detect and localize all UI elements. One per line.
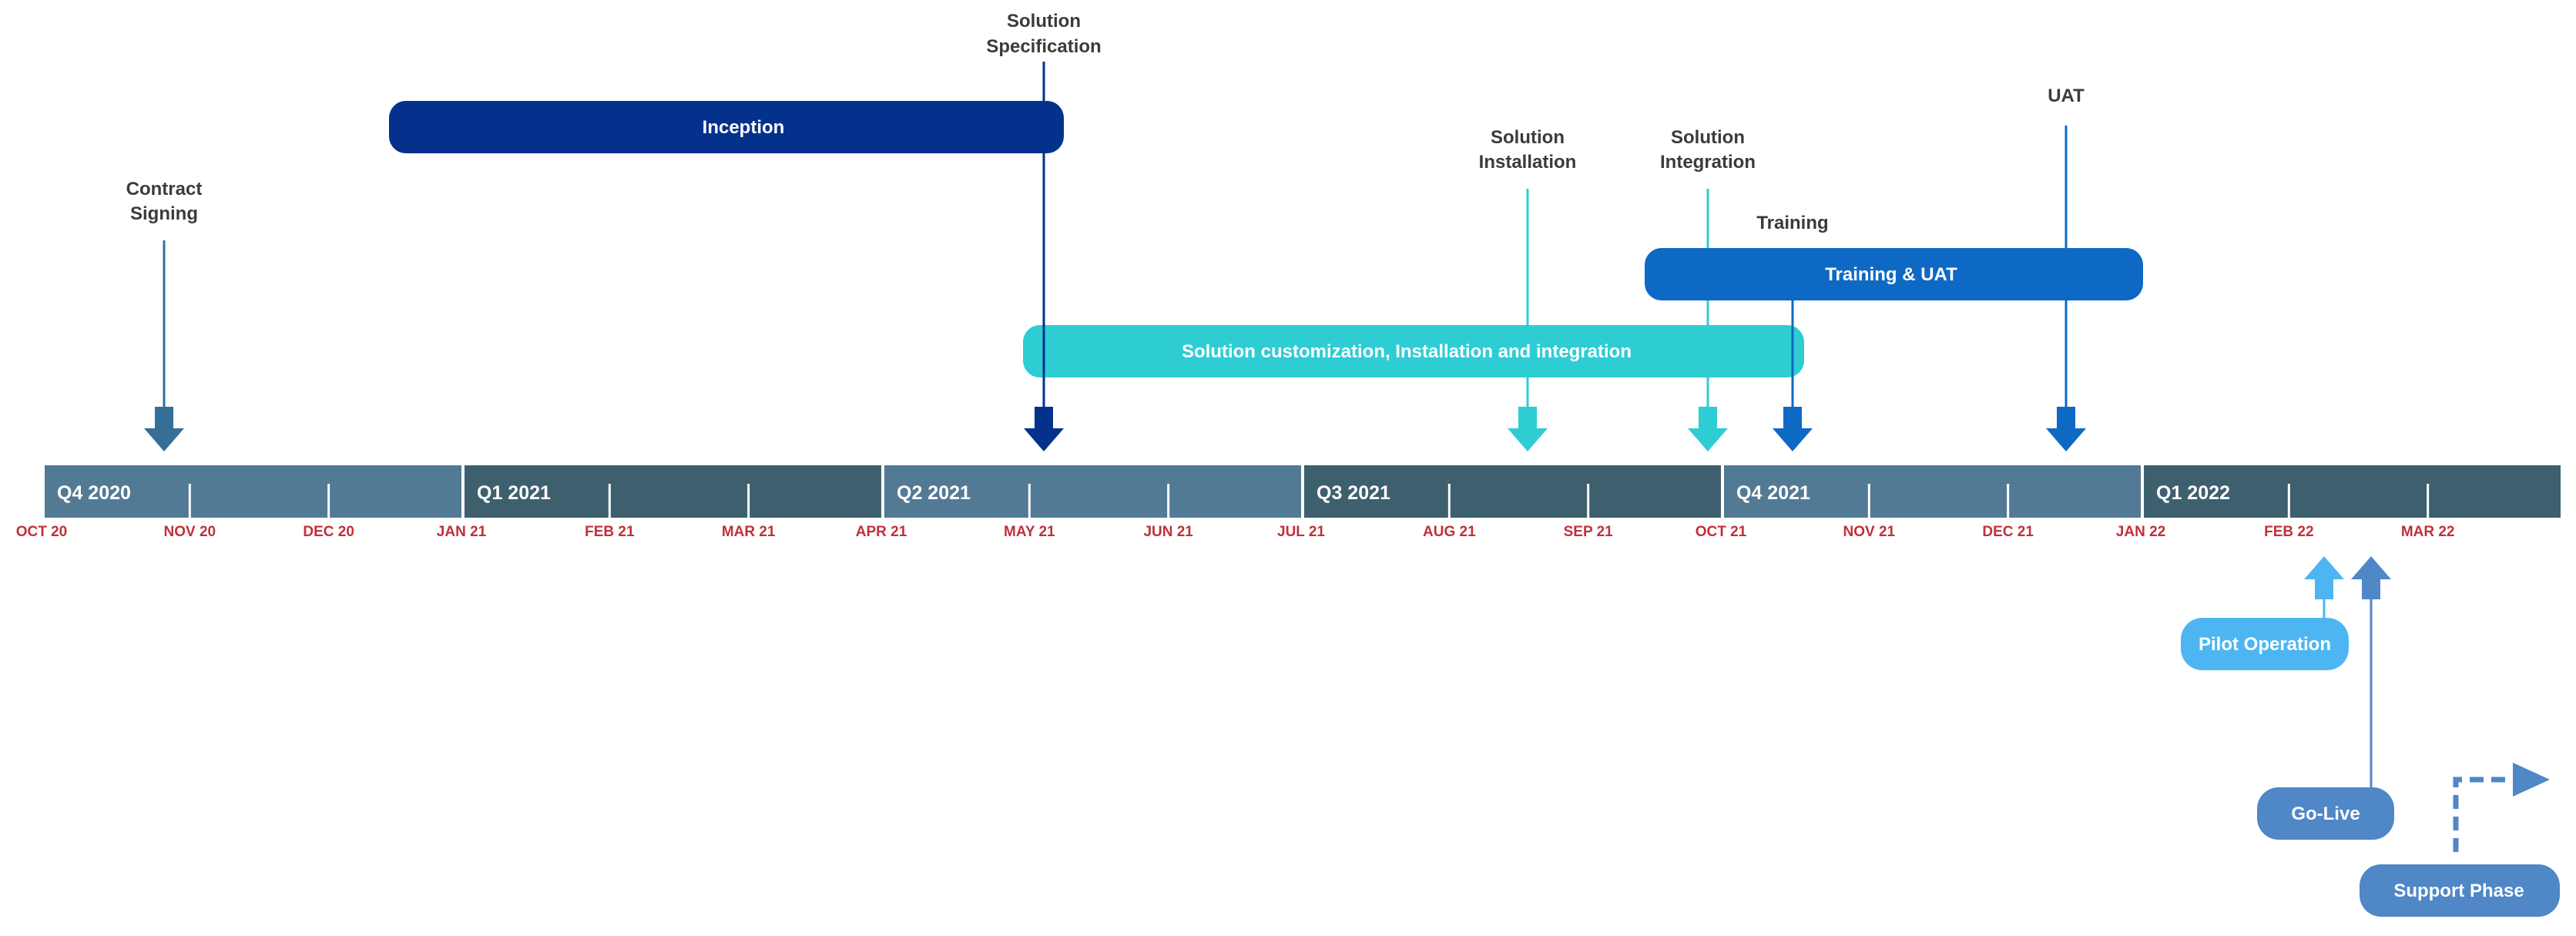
- quarter-block: [1724, 465, 2141, 518]
- pilot-operation-arrow: [2304, 556, 2344, 599]
- contract-signing-label-2: Signing: [130, 203, 198, 224]
- solution-specification-label-2: Specification: [986, 36, 1101, 57]
- month-label: MAR 21: [722, 524, 776, 540]
- month-label: DEC 20: [303, 524, 354, 540]
- customization-label: Solution customization, Installation and…: [1182, 341, 1632, 362]
- quarter-block: [2144, 465, 2561, 518]
- milestone-labels: Contract Signing Solution Specification …: [126, 11, 2085, 233]
- support-phase-dashed-connector: [2453, 777, 2513, 852]
- customization-bar: Solution customization, Installation and…: [1023, 325, 1804, 377]
- training-uat-label: Training & UAT: [1825, 264, 1957, 285]
- month-label: JUL 21: [1277, 524, 1325, 540]
- month-label: FEB 21: [585, 524, 635, 540]
- quarter-label: Q1 2022: [2156, 482, 2230, 504]
- month-label: APR 21: [856, 524, 907, 540]
- solution-installation-arrow: [1508, 407, 1548, 451]
- quarter-axis: Q4 2020 Q1 2021 Q2 2021 Q3 2021 Q4 2021 Q1 20…: [45, 465, 2561, 518]
- contract-signing-arrow: [144, 407, 184, 451]
- support-phase-arrow-head: [2513, 763, 2550, 797]
- month-label: JAN 21: [437, 524, 487, 540]
- solution-specification-arrow: [1024, 407, 1064, 451]
- pilot-operation-label: Pilot Operation: [2199, 634, 2331, 655]
- month-label: SEP 21: [1564, 524, 1614, 540]
- month-label: NOV 20: [164, 524, 216, 540]
- month-label: DEC 21: [1982, 524, 2034, 540]
- training-label: Training: [1756, 213, 1828, 233]
- support-phase-label: Support Phase: [2393, 881, 2524, 901]
- quarter-label: Q2 2021: [897, 482, 971, 504]
- connector-overlay: [1042, 153, 2068, 408]
- quarter-label: Q3 2021: [1317, 482, 1390, 504]
- inception-bar: Inception: [389, 101, 1064, 153]
- training-arrow: [1773, 407, 1813, 451]
- uat-label: UAT: [2048, 86, 2085, 106]
- connector-lines: [163, 62, 2373, 787]
- go-live-label: Go-Live: [2291, 803, 2360, 824]
- quarter-label: Q4 2021: [1736, 482, 1810, 504]
- month-label: MAY 21: [1004, 524, 1055, 540]
- solution-integration-label-1: Solution: [1671, 127, 1745, 148]
- solution-installation-label-2: Installation: [1479, 152, 1577, 173]
- inception-label: Inception: [703, 117, 785, 138]
- quarter-label: Q1 2021: [477, 482, 551, 504]
- month-label: FEB 22: [2264, 524, 2313, 540]
- uat-arrow: [2046, 407, 2086, 451]
- quarter-label: Q4 2020: [57, 482, 131, 504]
- month-label: JUN 21: [1143, 524, 1193, 540]
- pilot-operation-group: Pilot Operation: [2181, 556, 2349, 670]
- go-live-group: Go-Live: [2257, 556, 2394, 840]
- month-axis: OCT 20 NOV 20 DEC 20 JAN 21 FEB 21 MAR 21 APR …: [16, 524, 2455, 540]
- month-label: OCT 20: [16, 524, 68, 540]
- quarter-block: [1304, 465, 1721, 518]
- solution-integration-label-2: Integration: [1660, 152, 1756, 173]
- quarter-block: [884, 465, 1301, 518]
- support-phase-group: Support Phase: [2360, 763, 2560, 917]
- contract-signing-label-1: Contract: [126, 179, 203, 200]
- solution-specification-label-1: Solution: [1007, 11, 1081, 32]
- solution-installation-label-1: Solution: [1491, 127, 1565, 148]
- go-live-arrow: [2351, 556, 2391, 599]
- training-uat-bar: Training & UAT: [1645, 248, 2143, 300]
- month-label: AUG 21: [1423, 524, 1476, 540]
- month-label: JAN 22: [2116, 524, 2165, 540]
- quarter-block: [465, 465, 881, 518]
- solution-integration-arrow: [1688, 407, 1728, 451]
- month-label: NOV 21: [1843, 524, 1896, 540]
- milestone-arrows: [144, 407, 2086, 451]
- month-label: OCT 21: [1696, 524, 1747, 540]
- month-label: MAR 22: [2401, 524, 2455, 540]
- quarter-block: [45, 465, 461, 518]
